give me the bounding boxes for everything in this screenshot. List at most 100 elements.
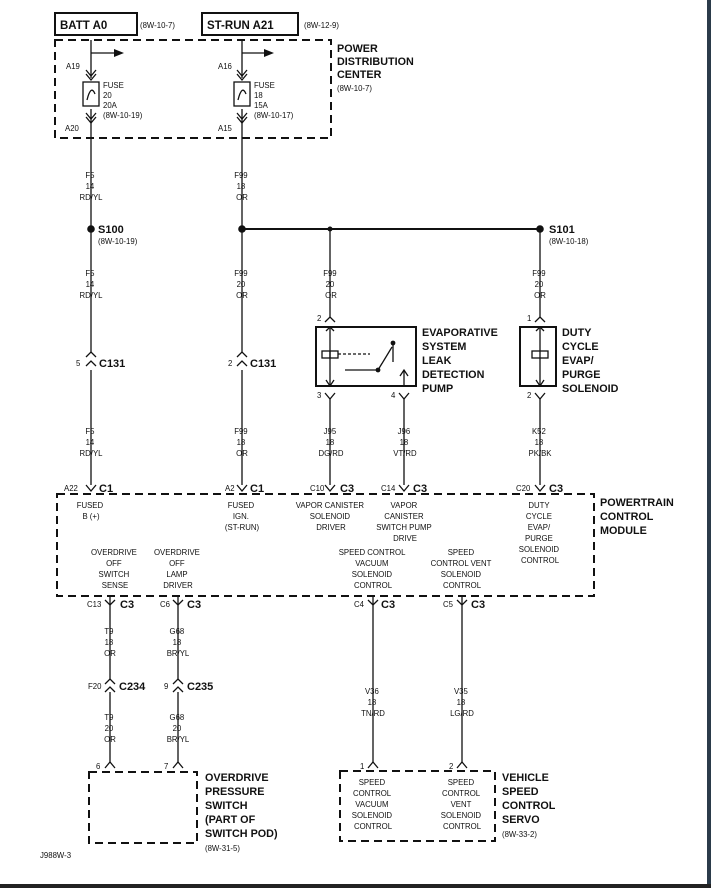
svg-text:C13: C13 bbox=[87, 600, 101, 609]
svg-text:K52 18 PK/BK: K52 18 PK/BK bbox=[529, 427, 553, 458]
svg-text:FUSE 18 15A: FUSE 18 15A (8W-10-17) bbox=[254, 81, 294, 120]
power-distribution-center-box bbox=[54, 39, 332, 139]
pcm-pin-c10: C10 C3 VAPOR CANISTER SOLENOID DRIVER bbox=[296, 483, 366, 532]
svg-text:4: 4 bbox=[391, 391, 396, 400]
powertrain-control-module-box bbox=[56, 493, 595, 597]
svg-text:VEHICLE SPEED CONT: VEHICLE SPEED CONTROL SERVO bbox=[502, 772, 558, 826]
svg-text:S101: S101 bbox=[549, 224, 575, 236]
pcm-pin-c14: C14 C3 VAPOR CANISTER SWITCH PUMP DRIVE bbox=[376, 483, 431, 543]
svg-text:1: 1 bbox=[360, 762, 364, 771]
svg-text:FUSED IGN. (ST-RUN: FUSED IGN. (ST-RUN) bbox=[225, 501, 260, 532]
svg-text:(8W-10-18): (8W-10-18) bbox=[549, 237, 589, 246]
f5-wire-column: F5 14 RD/YL S100 (8W-10-19) F5 14 RD/YL … bbox=[76, 138, 138, 485]
svg-text:(8W-31-5): (8W-31-5) bbox=[205, 844, 240, 853]
batt-a0-label: BATT A0 bbox=[60, 20, 107, 32]
svg-text:3: 3 bbox=[317, 391, 321, 400]
svg-text:SPEED CONTROL VENT: SPEED CONTROL VENT SOLENOID CONTROL bbox=[431, 548, 494, 590]
svg-text:G68 20 BR/YL: G68 20 BR/YL bbox=[167, 713, 190, 744]
svg-text:C1: C1 bbox=[250, 483, 264, 495]
svg-text:C3: C3 bbox=[340, 483, 354, 495]
svg-text:A22: A22 bbox=[64, 484, 78, 493]
pcm-pin-a2: A2 C1 FUSED IGN. (ST-RUN) bbox=[225, 483, 264, 532]
duty-cycle-evap-purge-solenoid: S101 (8W-10-18) F99 20 OR 1 DUTY CYCLE E… bbox=[519, 224, 619, 485]
svg-text:C3: C3 bbox=[187, 599, 201, 611]
svg-text:F99 18 OR: F99 18 OR bbox=[234, 427, 250, 458]
fuse-20: A19 A20 FUSE 20 20A (8W-10-19) bbox=[65, 40, 143, 138]
svg-text:A19: A19 bbox=[66, 62, 80, 71]
svg-text:OVERDRIVE OFF SWIT: OVERDRIVE OFF SWITCH SENSE bbox=[91, 548, 139, 590]
svg-text:SPEED CONTROL VENT: SPEED CONTROL VENT SOLENOID CONTROL bbox=[441, 778, 483, 831]
pcm-pin-c13: OVERDRIVE OFF SWITCH SENSE C13 C3 bbox=[87, 548, 139, 680]
pcm-pin-c5: SPEED CONTROL VENT SOLENOID CONTROL C5 C… bbox=[431, 548, 494, 762]
svg-text:VAPOR CANISTER SOLENOID: VAPOR CANISTER SOLENOID DRIVER bbox=[296, 501, 366, 532]
svg-text:C4: C4 bbox=[354, 600, 365, 609]
svg-text:2: 2 bbox=[527, 391, 531, 400]
batt-a0-source-box bbox=[54, 12, 138, 36]
svg-text:A2: A2 bbox=[225, 484, 235, 493]
svg-text:A20: A20 bbox=[65, 124, 80, 133]
svg-text:F20: F20 bbox=[88, 682, 102, 691]
t9-g68-wires: T9 18 OR G68 18 BR/YL F20 C234 9 C235 T9… bbox=[88, 627, 213, 762]
svg-text:A16: A16 bbox=[218, 62, 232, 71]
evap-leak-detection-pump: F99 20 OR 2 EVAPORATIVE SYSTEM LEAK DETE… bbox=[315, 229, 501, 485]
svg-text:6: 6 bbox=[96, 762, 100, 771]
svg-text:C3: C3 bbox=[413, 483, 427, 495]
svg-text:A15: A15 bbox=[218, 124, 233, 133]
svg-text:V36 18 TN/RD: V36 18 TN/RD bbox=[361, 687, 385, 718]
svg-text:J95 18 DG/RD: J95 18 DG/RD bbox=[318, 427, 343, 458]
vehicle-speed-control-servo: V36 18 TN/RD V35 18 LG/RD 1 2 SPEED CONT… bbox=[339, 687, 558, 842]
svg-text:T9 18 OR: T9 18 OR bbox=[104, 627, 116, 658]
svg-text:F5 14 RD/YL: F5 14 RD/YL bbox=[80, 269, 104, 300]
f99-wire-column: F99 18 OR F99 20 OR 2 C131 F99 18 OR bbox=[228, 138, 540, 485]
svg-text:F99 20 OR: F99 20 OR bbox=[234, 269, 250, 300]
svg-text:1: 1 bbox=[527, 314, 531, 323]
svg-text:C3: C3 bbox=[471, 599, 485, 611]
figure-id: J988W-3 bbox=[40, 851, 71, 860]
batt-a0-ref: (8W-10-7) bbox=[140, 21, 175, 30]
svg-text:DUTY CYCLE EVAP/: DUTY CYCLE EVAP/ PURGE SOLENOID CONTROL bbox=[519, 501, 561, 565]
svg-text:C131: C131 bbox=[99, 358, 125, 370]
bottom-edge-bar bbox=[0, 884, 711, 888]
svg-text:J96 18 VT/RD: J96 18 VT/RD bbox=[393, 427, 417, 458]
svg-text:C6: C6 bbox=[160, 600, 170, 609]
pcm-pin-a22: A22 C1 FUSED B (+) bbox=[64, 483, 113, 521]
svg-text:C235: C235 bbox=[187, 681, 213, 693]
svg-text:C5: C5 bbox=[443, 600, 454, 609]
svg-text:F5 14 RD/YL: F5 14 RD/YL bbox=[80, 427, 104, 458]
svg-text:SPEED CONTROL VACUUM: SPEED CONTROL VACUUM SOLENOID CONTROL bbox=[339, 548, 408, 590]
svg-text:C131: C131 bbox=[250, 358, 276, 370]
svg-text:C20: C20 bbox=[516, 484, 531, 493]
svg-text:C3: C3 bbox=[549, 483, 563, 495]
svg-text:EVAPORATIVE SYSTEM: EVAPORATIVE SYSTEM LEAK DETECTION PUMP bbox=[422, 327, 501, 395]
svg-text:C234: C234 bbox=[119, 681, 146, 693]
svg-text:SPEED CONTROL VACU: SPEED CONTROL VACUUM SOLENOID CONTROL bbox=[352, 778, 394, 831]
fuse-18: A16 A15 FUSE 18 15A (8W-10-17) bbox=[218, 40, 294, 138]
svg-text:2: 2 bbox=[449, 762, 453, 771]
pcm-pin-c4: SPEED CONTROL VACUUM SOLENOID CONTROL C4… bbox=[339, 548, 408, 762]
svg-text:F99 18 OR: F99 18 OR bbox=[234, 171, 250, 202]
svg-text:C14: C14 bbox=[381, 484, 396, 493]
svg-text:V35 18 LG/RD: V35 18 LG/RD bbox=[450, 687, 474, 718]
overdrive-pressure-switch: 6 7 OVERDRIVE PRESSURE SWITCH (PART OF S… bbox=[88, 760, 278, 853]
svg-text:FUSED B (+): FUSED B (+) bbox=[77, 501, 106, 521]
svg-text:C3: C3 bbox=[120, 599, 134, 611]
svg-text:C10: C10 bbox=[310, 484, 325, 493]
svg-text:C3: C3 bbox=[381, 599, 395, 611]
svg-text:C1: C1 bbox=[99, 483, 113, 495]
svg-text:9: 9 bbox=[164, 682, 168, 691]
pdc-ref: (8W-10-7) bbox=[337, 84, 372, 93]
svg-text:T9 20 OR: T9 20 OR bbox=[104, 713, 116, 744]
svg-text:2: 2 bbox=[228, 359, 232, 368]
svg-text:F99 20 OR: F99 20 OR bbox=[532, 269, 548, 300]
pcm-pin-c20: C20 C3 DUTY CYCLE EVAP/ PURGE SOLENOID C… bbox=[516, 483, 563, 565]
right-edge-frame bbox=[707, 0, 711, 888]
st-run-a21-label: ST-RUN A21 bbox=[207, 20, 274, 32]
svg-text:F99 20 OR: F99 20 OR bbox=[323, 269, 339, 300]
pdc-title: POWER DISTRIBUTION CENTER bbox=[337, 43, 417, 81]
st-run-a21-ref: (8W-12-9) bbox=[304, 21, 339, 30]
svg-text:S100: S100 bbox=[98, 224, 124, 236]
svg-text:OVERDRIVE PRESSURE: OVERDRIVE PRESSURE SWITCH (PART OF SWITC… bbox=[205, 772, 278, 840]
svg-text:DUTY CYCLE EVAP/: DUTY CYCLE EVAP/ PURGE SOLENOID bbox=[562, 327, 619, 395]
svg-text:7: 7 bbox=[164, 762, 168, 771]
